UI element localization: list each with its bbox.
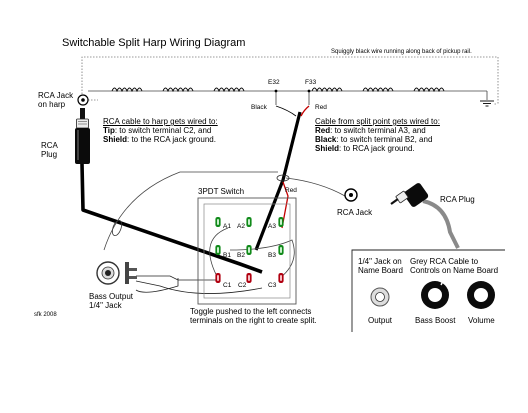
terminal-b3-label: B3: [268, 252, 276, 259]
terminal-a2-icon: [246, 217, 252, 227]
ground-symbol: [480, 100, 494, 107]
terminal-b2-icon: [246, 245, 252, 255]
harp-note-line2: Shield: to the RCA jack ground.: [103, 135, 216, 144]
jack-ground-wire: [135, 278, 179, 293]
split-red-lead: [300, 105, 310, 117]
name-board-jack-note-2: Name Board: [358, 266, 403, 275]
harp-note-line1: Tip: to switch terminal C2, and: [103, 126, 212, 135]
terminal-a3-label: A3: [268, 223, 276, 230]
toggle-note-2: terminals on the right to create split.: [190, 316, 317, 325]
switch-body: [197, 197, 297, 305]
red-label-switch: Red: [285, 187, 297, 194]
split-point-e32: [274, 89, 278, 93]
jumper-c3-b1: [229, 239, 295, 279]
name-board-jack-note-1: 1/4" Jack on: [358, 257, 402, 266]
split-note-heading: Cable from split point gets wired to:: [315, 117, 440, 126]
terminal-b1-icon: [215, 245, 221, 255]
volume-label: Volume: [468, 316, 495, 325]
terminal-a3-icon: [278, 217, 284, 227]
rca-jack-right-icon: [344, 188, 358, 202]
rca-plug-right-label: RCA Plug: [440, 195, 475, 204]
rca-jack-right-label: RCA Jack: [337, 208, 373, 217]
terminal-c1-label: C1: [223, 282, 232, 289]
shield-wire-jack: [285, 177, 346, 197]
pickup-note: Squiggly black wire running along back o…: [331, 49, 472, 55]
name-board-cable-note-1: Grey RCA Cable to: [410, 257, 479, 266]
terminal-c3-icon: [278, 273, 284, 283]
switch-inner: [203, 203, 291, 299]
terminal-b2-label: B2: [237, 252, 245, 259]
split-point-f33: [307, 89, 311, 93]
toggle-note-1: Toggle pushed to the left connects: [190, 307, 312, 316]
terminal-c1-icon: [215, 273, 221, 283]
split-cable-black: [254, 111, 302, 251]
black-label: Black: [251, 104, 267, 111]
f33-label: F33: [305, 79, 317, 86]
bass-output-jack-icon: [96, 261, 137, 285]
bass-boost-label: Bass Boost: [415, 316, 456, 325]
terminal-a1-icon: [215, 217, 221, 227]
rca-jack-harp-label-2: on harp: [38, 100, 66, 109]
diagram-title: Switchable Split Harp Wiring Diagram: [62, 37, 246, 49]
cable-marker-left: [111, 219, 123, 237]
split-note-line3: Shield: to RCA jack ground.: [315, 144, 415, 153]
output-wire-2: [135, 280, 263, 294]
red-label: Red: [315, 104, 327, 111]
bass-boost-knob-icon: [421, 280, 449, 309]
output-jack-icon: [370, 287, 390, 307]
rca-plug-left-label-1: RCA: [41, 141, 58, 150]
split-black-lead: [275, 105, 297, 117]
volume-knob-icon: [467, 281, 495, 309]
terminal-b3-icon: [278, 245, 284, 255]
terminal-b1-label: B1: [223, 252, 231, 259]
terminal-a1-label: A1: [223, 223, 231, 230]
terminal-c3-label: C3: [268, 282, 277, 289]
pickup-coils: [111, 87, 445, 92]
rca-plug-right-icon: [390, 183, 460, 249]
split-note-line1: Red: to switch terminal A3, and: [315, 126, 426, 135]
name-board-cable-note-2: Controls on Name Board: [410, 266, 499, 275]
e32-label: E32: [268, 79, 280, 86]
shield-wire-harp: [103, 171, 278, 251]
rca-plug-left-icon: [75, 108, 90, 164]
terminal-c2-label: C2: [238, 282, 247, 289]
red-wire-to-a3: [281, 181, 289, 229]
rca-jack-harp-label-1: RCA Jack: [38, 91, 74, 100]
credit: sfk 2008: [34, 312, 57, 318]
terminal-a2-label: A2: [237, 223, 245, 230]
name-board-panel: [351, 249, 505, 332]
bass-output-label-2: 1/4" Jack: [89, 301, 122, 310]
terminal-c2-icon: [246, 273, 252, 283]
rca-plug-left-label-2: Plug: [41, 150, 58, 159]
bass-output-label-1: Bass Output: [89, 292, 134, 301]
output-label: Output: [368, 316, 393, 325]
split-note-line2: Black: to switch terminal B2, and: [315, 135, 433, 144]
switch-label: 3PDT Switch: [198, 187, 245, 196]
pickup-rail-outline: [81, 56, 499, 105]
harp-note-heading: RCA cable to harp gets wired to:: [103, 117, 218, 126]
output-wire: [136, 275, 218, 281]
harp-cable-black: [80, 163, 263, 274]
rca-jack-on-harp-icon: [77, 94, 89, 106]
